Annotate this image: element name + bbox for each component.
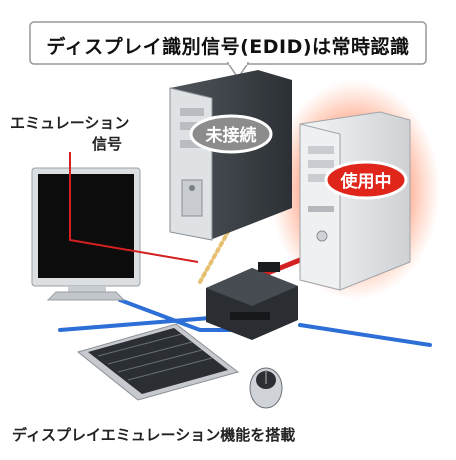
tower-pc-left (169, 70, 292, 241)
monitor-icon (31, 167, 141, 301)
callout-text: ディスプレイ識別信号(EDID)は常時認識 (46, 36, 410, 58)
bottom-caption: ディスプレイエミュレーション機能を搭載 (12, 426, 296, 444)
emulation-label-line1: エミュレーション (10, 114, 130, 132)
mouse-icon (249, 367, 283, 409)
tower-pc-right (299, 111, 411, 291)
kvm-switch-icon (206, 262, 298, 340)
status-badge-active: 使用中 (324, 160, 408, 200)
status-badge-inactive: 未接続 (189, 114, 273, 154)
keyboard-icon (76, 323, 240, 401)
status-badge-inactive-text: 未接続 (205, 125, 257, 146)
emulation-label-line2: 信号 (92, 135, 123, 153)
status-badge-active-text: 使用中 (340, 171, 392, 192)
callout-bubble (29, 21, 427, 80)
emulation-signal-line (69, 152, 199, 263)
